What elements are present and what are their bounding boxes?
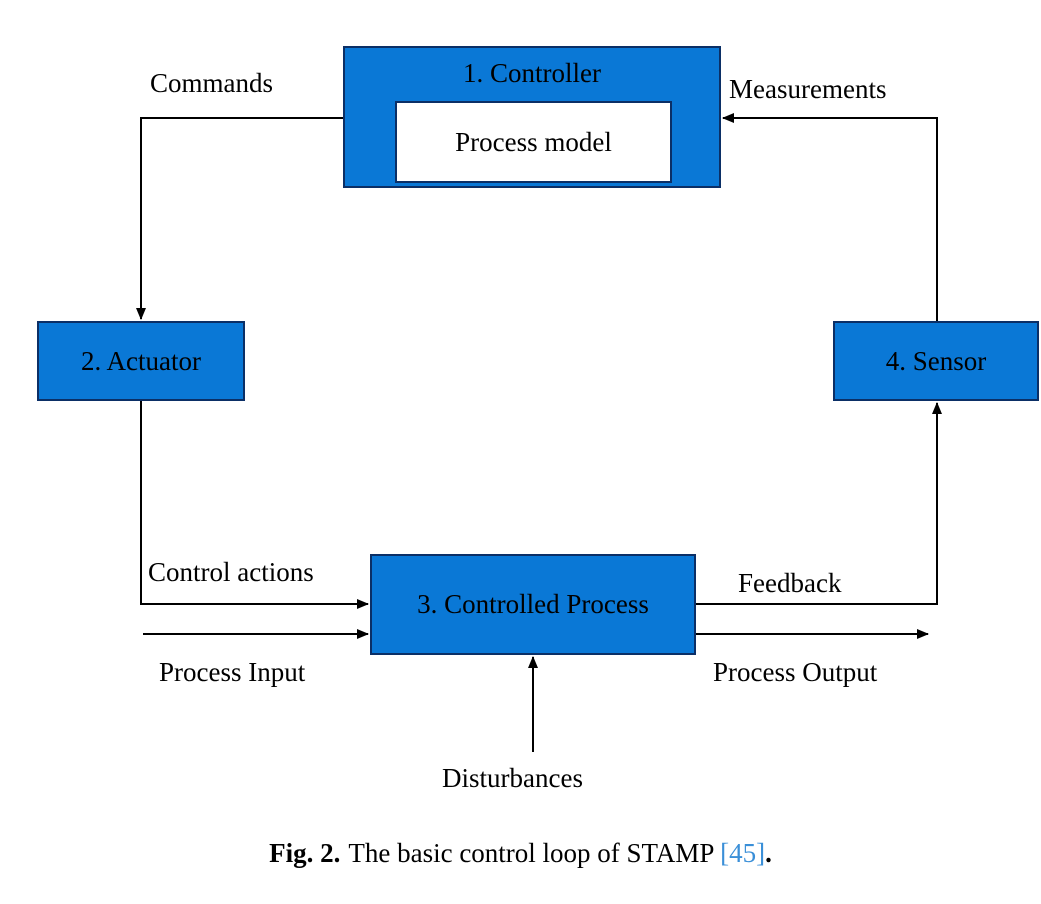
caption-period: . <box>765 838 772 868</box>
sensor-block: 4. Sensor <box>833 321 1039 401</box>
controller-title: 1. Controller <box>463 58 601 88</box>
commands-arrow <box>136 117 343 320</box>
process-model-block: Process model <box>395 101 672 183</box>
commands-label: Commands <box>150 68 274 98</box>
disturbances-label: Disturbances <box>442 763 583 793</box>
process-input-label: Process Input <box>159 657 306 687</box>
caption-text: The basic control loop of STAMP <box>348 838 714 868</box>
reference-link[interactable]: [45] <box>720 838 766 868</box>
measurements-label: Measurements <box>729 74 887 104</box>
controller-block: 1. Controller Process model <box>343 46 721 188</box>
figure-caption: Fig. 2.The basic control loop of STAMP [… <box>0 838 1041 869</box>
feedback-arrow <box>696 402 942 605</box>
feedback-label: Feedback <box>738 568 842 598</box>
actuator-block: 2. Actuator <box>37 321 245 401</box>
figure-number: Fig. 2. <box>269 838 341 868</box>
measurements-arrow <box>722 113 938 321</box>
controlled-process-block: 3. Controlled Process <box>370 554 696 655</box>
control-actions-label: Control actions <box>148 557 314 587</box>
control-actions-arrow <box>140 401 369 609</box>
process-output-label: Process Output <box>713 657 878 687</box>
